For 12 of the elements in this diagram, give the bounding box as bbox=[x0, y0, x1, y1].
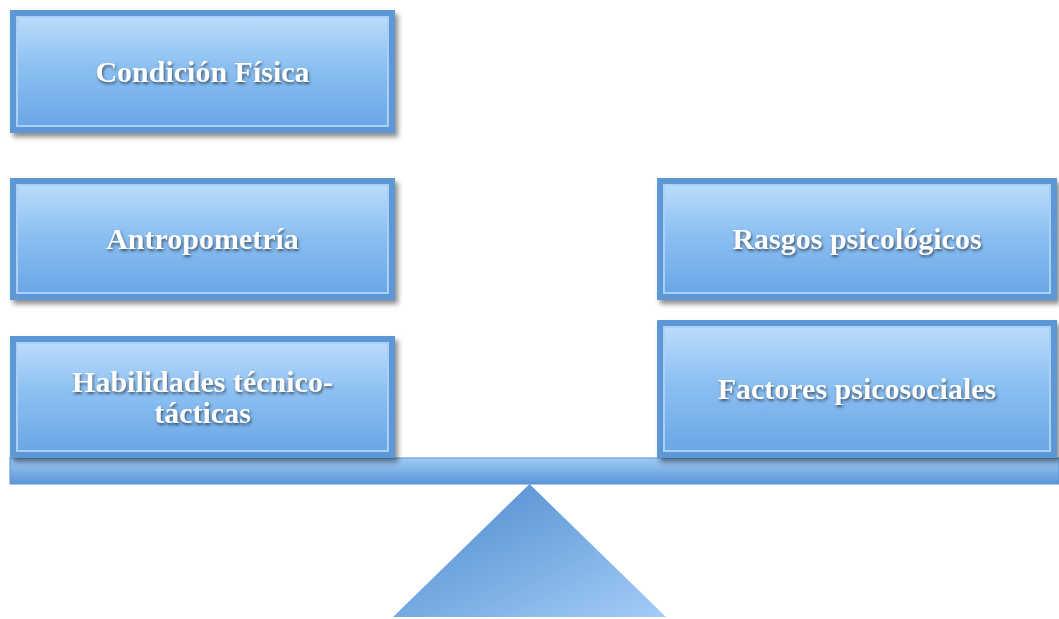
factor-label: Factores psicosociales bbox=[717, 373, 997, 405]
factor-box bbox=[657, 320, 1057, 458]
balance-beam bbox=[9, 457, 1059, 485]
factor-box bbox=[10, 336, 395, 458]
factor-label: Antropometría bbox=[106, 223, 299, 255]
factor-box bbox=[657, 178, 1057, 300]
factor-label: Condición Física bbox=[95, 55, 310, 88]
factor-label: Rasgos psicológicos bbox=[732, 223, 982, 255]
fulcrum-triangle bbox=[393, 484, 666, 617]
factor-box bbox=[10, 178, 395, 300]
factor-box bbox=[10, 10, 395, 133]
factor-label: Habilidades técnico-tácticas bbox=[71, 365, 334, 429]
